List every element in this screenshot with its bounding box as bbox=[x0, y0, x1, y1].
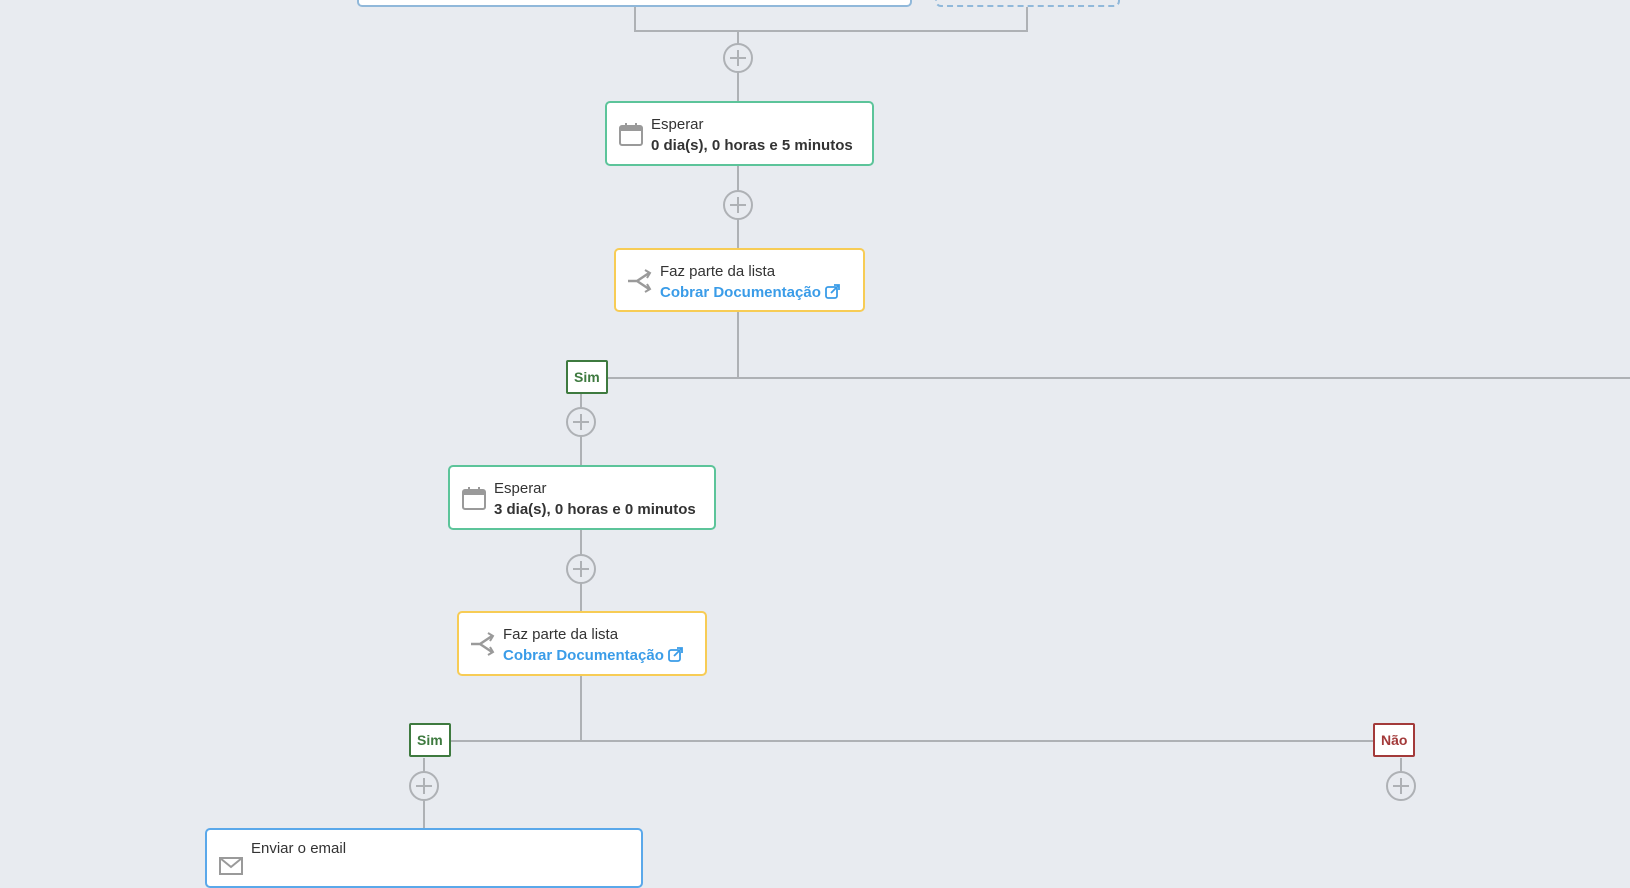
connector bbox=[580, 674, 582, 742]
calendar-icon bbox=[462, 487, 486, 510]
add-step-button[interactable] bbox=[566, 407, 596, 437]
plus-circle-icon bbox=[1393, 778, 1409, 794]
add-step-button[interactable] bbox=[566, 554, 596, 584]
wait-step-card[interactable]: Esperar 3 dia(s), 0 horas e 0 minutos bbox=[448, 465, 716, 530]
previous-step-card[interactable] bbox=[357, 0, 912, 7]
yes-branch-tag[interactable]: Sim bbox=[566, 360, 608, 394]
no-branch-tag[interactable]: Não bbox=[1373, 723, 1416, 757]
condition-step-card[interactable]: Faz parte da lista Cobrar Documentação bbox=[457, 611, 707, 676]
connector bbox=[606, 377, 1630, 379]
plus-circle-icon bbox=[573, 561, 589, 577]
connector bbox=[737, 310, 739, 378]
plus-circle-icon bbox=[730, 197, 746, 213]
plus-circle-icon bbox=[730, 50, 746, 66]
connector bbox=[634, 30, 1028, 32]
condition-step-title: Faz parte da lista bbox=[503, 626, 619, 643]
wait-duration: 0 dia(s), 0 horas e 5 minutos bbox=[651, 137, 853, 154]
send-email-step-card[interactable]: Enviar o email bbox=[205, 828, 643, 888]
connector bbox=[449, 740, 1373, 742]
split-branch-icon bbox=[471, 632, 495, 656]
external-link-icon[interactable] bbox=[824, 284, 840, 303]
wait-step-title: Esperar bbox=[651, 116, 704, 133]
add-step-button[interactable] bbox=[723, 43, 753, 73]
condition-step-title: Faz parte da lista bbox=[660, 263, 776, 280]
calendar-icon bbox=[619, 123, 643, 146]
condition-step-card[interactable]: Faz parte da lista Cobrar Documentação bbox=[614, 248, 865, 312]
list-link-label[interactable]: Cobrar Documentação bbox=[660, 284, 821, 301]
list-link[interactable]: Cobrar Documentação bbox=[503, 647, 683, 666]
add-step-button[interactable] bbox=[1386, 771, 1416, 801]
list-link-label[interactable]: Cobrar Documentação bbox=[503, 647, 664, 664]
connector bbox=[1026, 7, 1028, 32]
empty-branch-placeholder[interactable] bbox=[935, 0, 1120, 7]
add-step-button[interactable] bbox=[409, 771, 439, 801]
split-branch-icon bbox=[628, 269, 652, 293]
external-link-icon[interactable] bbox=[667, 647, 683, 666]
email-step-title: Enviar o email bbox=[251, 840, 347, 857]
plus-circle-icon bbox=[573, 414, 589, 430]
plus-circle-icon bbox=[416, 778, 432, 794]
wait-duration: 3 dia(s), 0 horas e 0 minutos bbox=[494, 501, 696, 518]
yes-branch-tag[interactable]: Sim bbox=[409, 723, 451, 757]
workflow-canvas: Esperar 0 dia(s), 0 horas e 5 minutos Fa… bbox=[205, 0, 1630, 888]
wait-step-title: Esperar bbox=[494, 480, 547, 497]
add-step-button[interactable] bbox=[723, 190, 753, 220]
wait-step-card[interactable]: Esperar 0 dia(s), 0 horas e 5 minutos bbox=[605, 101, 874, 166]
email-icon bbox=[219, 857, 243, 875]
list-link[interactable]: Cobrar Documentação bbox=[660, 284, 840, 303]
connector bbox=[634, 7, 636, 32]
